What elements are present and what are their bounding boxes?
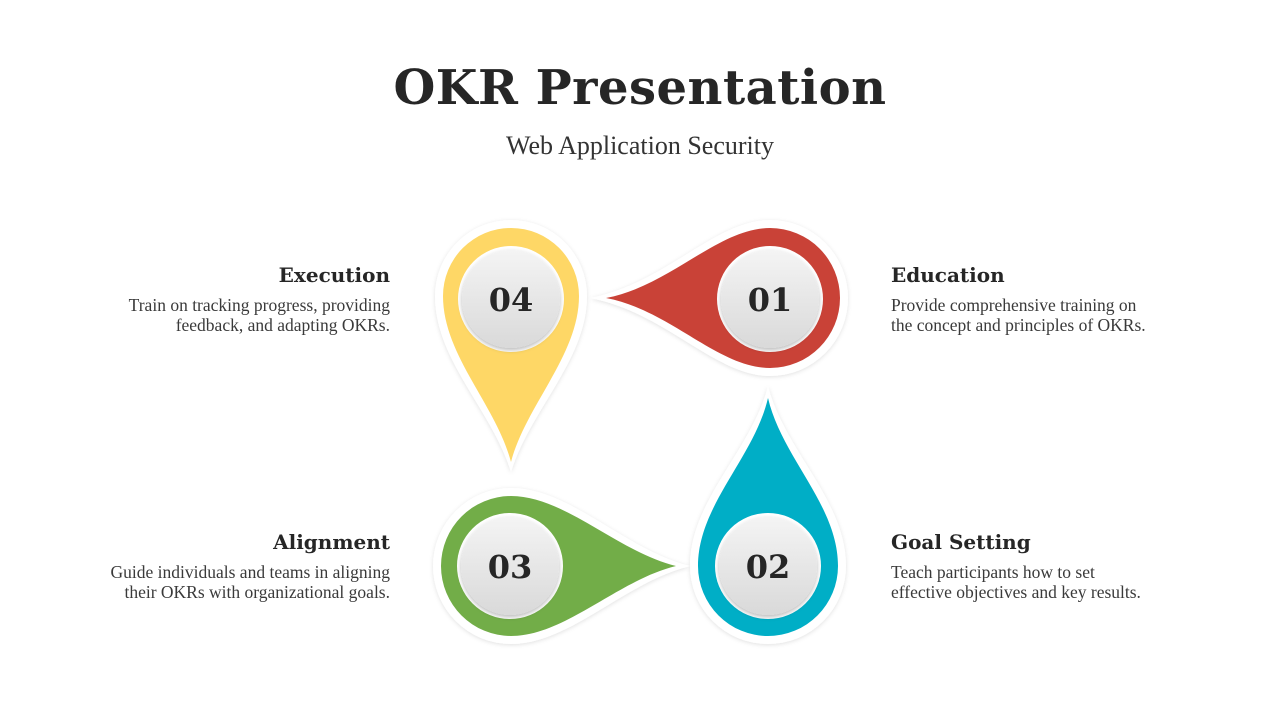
desc-alignment-line-2: their OKRs with organizational goals. [124, 581, 390, 602]
number-badge-03: 03 [457, 513, 563, 619]
number-04: 04 [489, 281, 534, 319]
desc-alignment-line-1: Guide individuals and teams in aligning [110, 562, 390, 582]
number-badge-02: 02 [715, 513, 821, 619]
number-badge-04: 04 [458, 246, 564, 352]
heading-execution: Execution [278, 263, 390, 287]
desc-goal-setting: Teach participants how to set effective … [891, 562, 1221, 602]
number-01: 01 [748, 281, 793, 319]
desc-alignment: Guide individuals and teams in aligning … [50, 562, 390, 602]
heading-alignment: Alignment [273, 530, 390, 554]
desc-execution-line-2: feedback, and adapting OKRs. [175, 314, 390, 335]
number-03: 03 [488, 548, 533, 586]
desc-education: Provide comprehensive training on the co… [891, 295, 1221, 335]
number-02: 02 [746, 548, 791, 586]
page-subtitle: Web Application Security [506, 131, 774, 160]
desc-education-line-1: Provide comprehensive training on [891, 295, 1137, 315]
heading-goal-setting: Goal Setting [891, 530, 1031, 554]
desc-goal-setting-line-1: Teach participants how to set [891, 562, 1095, 582]
desc-goal-setting-line-2: effective objectives and key results. [891, 581, 1141, 602]
desc-execution-line-1: Train on tracking progress, providing [128, 295, 390, 315]
heading-education: Education [891, 263, 1005, 287]
desc-execution: Train on tracking progress, providing fe… [60, 295, 390, 335]
desc-education-line-2: the concept and principles of OKRs. [891, 314, 1146, 335]
number-badge-01: 01 [717, 246, 823, 352]
page-title: OKR Presentation [393, 60, 887, 116]
